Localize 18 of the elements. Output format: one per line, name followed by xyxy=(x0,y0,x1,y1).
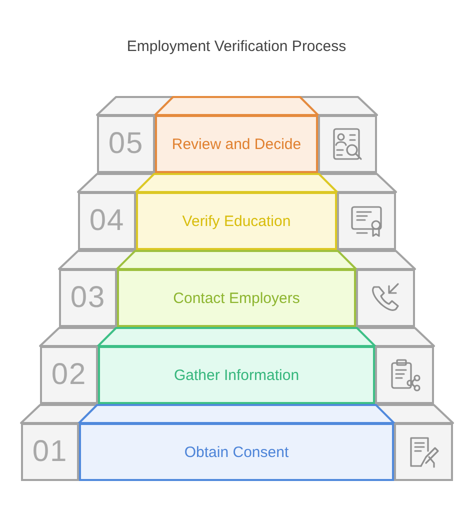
step-label: Gather Information xyxy=(174,366,300,384)
step-number: 03 xyxy=(70,281,106,315)
step-number: 02 xyxy=(51,358,87,392)
step-number: 04 xyxy=(89,204,125,238)
number-panel xyxy=(97,115,155,173)
step-panel xyxy=(98,346,375,404)
step-label: Obtain Consent xyxy=(184,444,289,460)
number-panel xyxy=(21,423,79,481)
diagram-title: Employment Verification Process xyxy=(126,38,348,55)
step-label: Contact Employers xyxy=(173,290,300,306)
number-panel xyxy=(59,269,117,327)
step-label: Review and Decide xyxy=(172,136,302,152)
number-panel xyxy=(40,346,98,404)
step-label: Verify Education xyxy=(182,212,291,230)
step-number: 01 xyxy=(32,435,68,469)
step-panel xyxy=(79,423,394,481)
number-panel xyxy=(78,192,136,250)
step-number: 05 xyxy=(108,127,144,161)
